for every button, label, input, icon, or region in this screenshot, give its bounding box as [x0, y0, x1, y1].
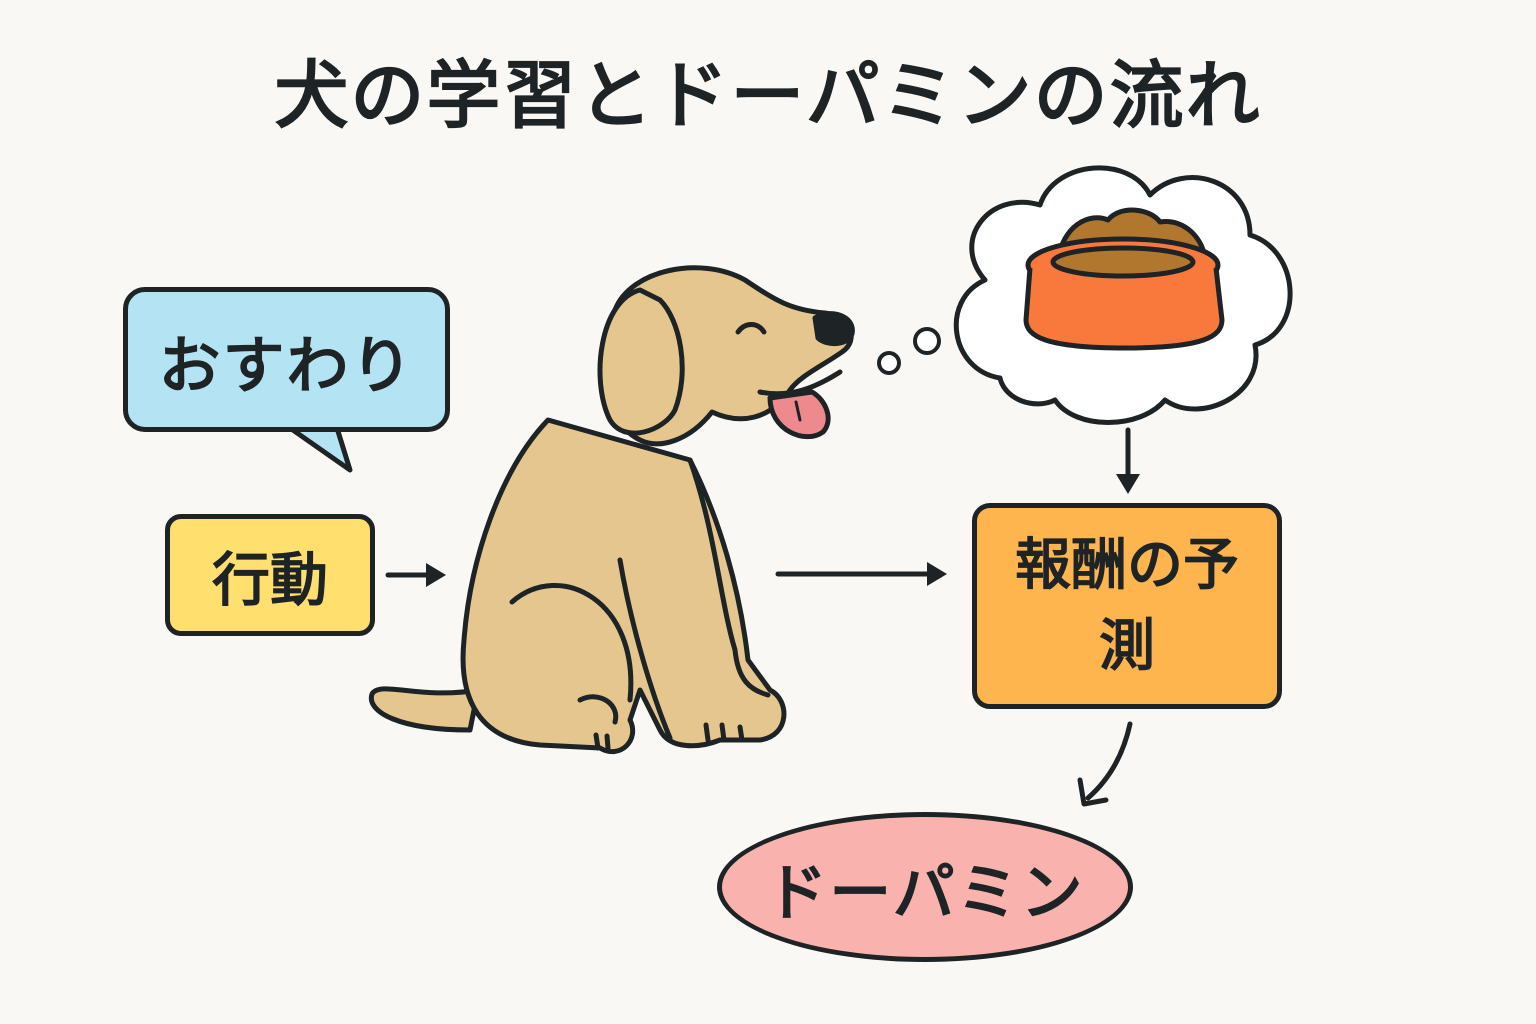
dopamine-node: ドーパミン: [717, 812, 1133, 962]
dog-icon: [368, 265, 855, 755]
reward-prediction-label: 報酬の予測: [1015, 532, 1239, 679]
arrow-dog-to-reward: [775, 562, 947, 586]
page-title: 犬の学習とドーパミンの流れ: [274, 53, 1262, 139]
command-label: おすわり: [158, 328, 415, 402]
arrow-reward-to-dopamine: [1077, 721, 1133, 807]
arrow-action-to-dog: [385, 563, 446, 587]
thought-dot-small: [877, 351, 901, 375]
arrow-cloud-to-reward: [1116, 427, 1140, 494]
dopamine-label: ドーパミン: [765, 856, 1085, 929]
reward-prediction-node: 報酬の予測: [972, 503, 1282, 709]
thought-dot-medium: [913, 327, 941, 355]
command-speech-bubble: おすわり: [123, 287, 450, 432]
speech-bubble-tail: [288, 425, 353, 473]
food-bowl-icon: [1023, 207, 1225, 351]
action-node: 行動: [165, 514, 375, 636]
action-label: 行動: [211, 546, 328, 614]
